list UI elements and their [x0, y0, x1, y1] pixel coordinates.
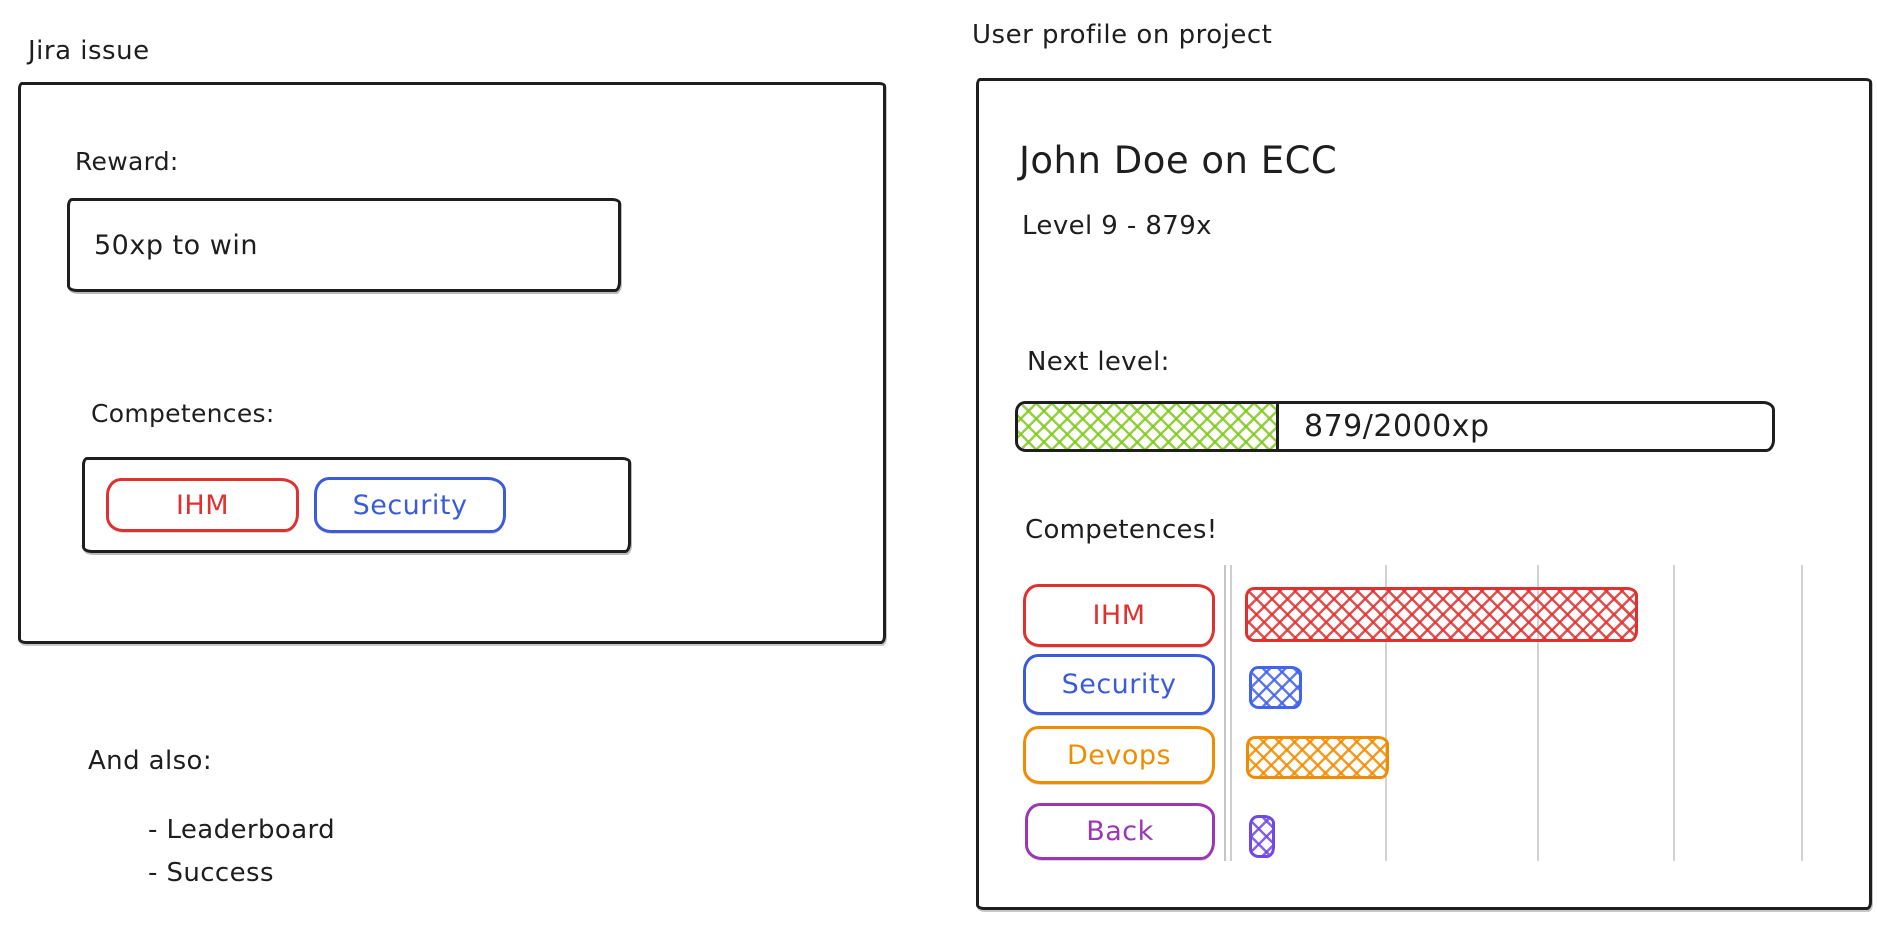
competence-pill-devops-label: Devops: [1066, 739, 1172, 771]
competence-pill-devops[interactable]: Devops: [1023, 726, 1215, 784]
chart-axis-line: [1224, 565, 1232, 861]
chart-gridline-2: [1537, 565, 1539, 861]
chart-gridline-3: [1673, 565, 1675, 861]
user-profile-panel: John Doe on ECC Level 9 - 879x Next leve…: [976, 78, 1872, 910]
profile-level: Level 9 - 879x: [1022, 211, 1212, 241]
bar-ihm: [1245, 587, 1638, 642]
notes-item-leaderboard: - Leaderboard: [148, 815, 336, 845]
competence-pill-back-label: Back: [1086, 816, 1154, 847]
competences-label: Competences:: [91, 399, 275, 428]
reward-label: Reward:: [75, 147, 179, 176]
competence-pill-ihm[interactable]: IHM: [1023, 584, 1215, 647]
profile-competences-heading: Competences!: [1025, 515, 1218, 545]
competence-pill-ihm-label: IHM: [1092, 600, 1146, 631]
profile-name: John Doe on ECC: [1019, 139, 1338, 182]
chart-gridline-1: [1385, 565, 1387, 861]
tag-security[interactable]: Security: [314, 477, 506, 533]
bar-devops: [1246, 736, 1389, 779]
next-level-label: Next level:: [1027, 347, 1170, 377]
bar-security: [1249, 666, 1302, 709]
reward-input[interactable]: 50xp to win: [67, 198, 621, 292]
tag-ihm-label: IHM: [175, 489, 230, 521]
competence-pill-security-label: Security: [1061, 669, 1177, 700]
bar-back: [1249, 815, 1275, 858]
user-profile-caption: User profile on project: [972, 20, 1273, 50]
jira-issue-caption: Jira issue: [28, 36, 150, 66]
notes-heading: And also:: [88, 746, 213, 776]
tag-security-label: Security: [352, 489, 468, 521]
jira-issue-panel: Reward: 50xp to win Competences: IHM Sec…: [18, 82, 886, 644]
notes-item-success: - Success: [148, 858, 274, 888]
reward-input-value: 50xp to win: [94, 229, 258, 261]
chart-gridline-4: [1801, 565, 1803, 861]
xp-progress-text: 879/2000xp: [1304, 409, 1490, 444]
tag-ihm[interactable]: IHM: [106, 478, 299, 532]
competence-pill-back[interactable]: Back: [1025, 803, 1215, 860]
xp-progress-bar: 879/2000xp: [1015, 401, 1775, 452]
competences-tags-box: IHM Security: [82, 457, 631, 553]
competence-pill-security[interactable]: Security: [1023, 654, 1215, 715]
xp-progress-fill: [1018, 404, 1279, 449]
